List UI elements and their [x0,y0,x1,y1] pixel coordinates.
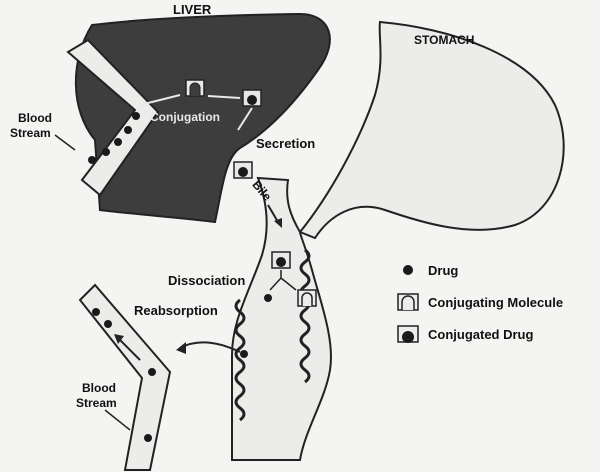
blood-stream-bottom-label-line2: Stream [76,396,117,410]
legend-conjugated-drug-label: Conjugated Drug [428,327,533,342]
reabsorption-arrowhead [176,342,186,354]
blood-stream-top-label-line1: Blood [18,111,52,125]
legend-conjugated-drug-icon [398,326,418,343]
drug-dot [144,434,152,442]
legend: Drug Conjugating Molecule Conjugated Dru… [398,263,563,343]
drug-dot [114,138,122,146]
drug-dot [104,320,112,328]
dissociation-label: Dissociation [168,273,245,288]
blood-stream-bottom-label-line1: Blood [82,381,116,395]
reabsorption-label: Reabsorption [134,303,218,318]
legend-drug-icon [403,265,413,275]
liver-label: LIVER [173,2,212,17]
drug-dot [92,308,100,316]
drug-dot [132,112,140,120]
conjugated-drug-bile [234,162,252,178]
legend-conjugating-molecule-icon [398,294,418,310]
conjugating-molecule-intestine [298,290,316,306]
conjugating-molecule-liver-1 [186,80,204,96]
drug-dot [88,156,96,164]
legend-drug-label: Drug [428,263,458,278]
stomach-shape [300,22,564,238]
conjugated-drug-intestine [272,252,290,268]
drug-dot [264,294,272,302]
blood-stream-bottom-pointer [105,410,130,430]
drug-dot [102,148,110,156]
blood-stream-top-pointer [55,135,75,150]
stomach-label: STOMACH [414,33,474,47]
conjugated-drug-liver [243,90,261,106]
blood-stream-top-label-line2: Stream [10,126,51,140]
secretion-label: Secretion [256,136,315,151]
drug-dot [240,350,248,358]
conjugation-label: Conjugation [150,110,220,124]
reabsorption-arrow [180,342,240,352]
drug-dot [124,126,132,134]
legend-conjugating-molecule-label: Conjugating Molecule [428,295,563,310]
drug-dot [148,368,156,376]
